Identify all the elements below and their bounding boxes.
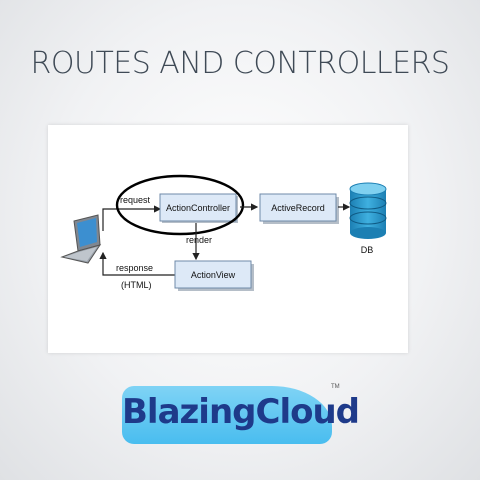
active-record-node: ActiveRecord xyxy=(259,193,339,224)
response-label: response xyxy=(116,263,153,273)
diagram-canvas: request response (HTML) ActionController… xyxy=(60,174,387,291)
highlight-ellipse xyxy=(115,174,245,236)
laptop-icon xyxy=(60,214,102,264)
action-view-node: ActionView xyxy=(174,260,254,291)
response-edge: response (HTML) xyxy=(99,251,175,290)
action-controller-node: ActionController xyxy=(159,193,238,223)
database-icon xyxy=(349,182,387,239)
render-label: render xyxy=(186,235,212,245)
response-format-label: (HTML) xyxy=(121,280,152,290)
architecture-diagram: request response (HTML) ActionController… xyxy=(48,125,408,353)
logo-text: BlazingCloud xyxy=(122,392,360,432)
render-edge: render xyxy=(186,223,212,261)
blazing-cloud-logo: BlazingCloud xyxy=(122,386,360,444)
active-record-label: ActiveRecord xyxy=(271,203,325,213)
slide-title: ROUTES AND CONTROLLERS xyxy=(30,46,450,81)
trademark-mark: TM xyxy=(331,384,340,390)
request-edge: request xyxy=(102,195,162,231)
request-label: request xyxy=(120,195,151,205)
action-controller-label: ActionController xyxy=(166,203,230,213)
action-view-label: ActionView xyxy=(191,270,236,280)
db-label: DB xyxy=(361,245,374,255)
